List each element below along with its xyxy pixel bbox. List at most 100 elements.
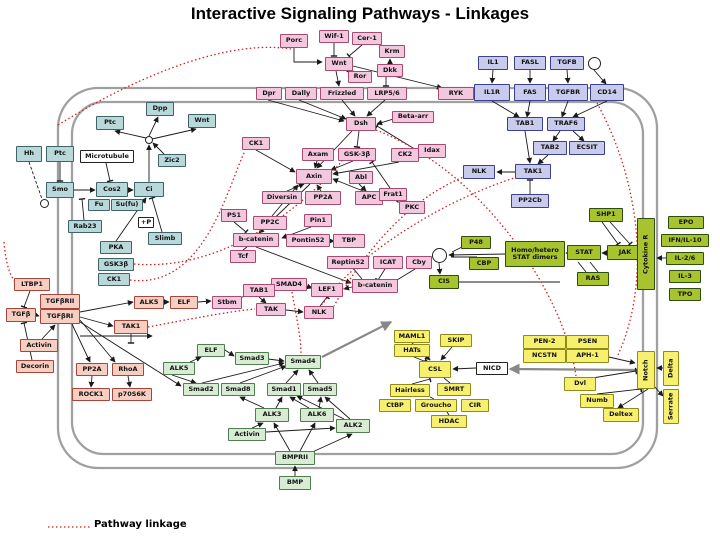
node-diversin[interactable]: Diversin xyxy=(262,191,302,204)
node-hairless[interactable]: Hairless xyxy=(390,384,430,397)
node-p[interactable]: +P xyxy=(138,217,154,228)
node-lrp5-6[interactable]: LRP5/6 xyxy=(367,87,407,100)
node-lef1[interactable]: LEF1 xyxy=(311,283,343,297)
node-su-fu[interactable]: Su(fu) xyxy=(111,199,143,211)
node-smrt[interactable]: SMRT xyxy=(437,383,471,396)
node-krm[interactable]: Krm xyxy=(379,45,405,58)
node-activin-bmp[interactable]: Activin xyxy=(228,428,266,441)
node-pp2c[interactable]: PP2C xyxy=(253,216,287,230)
node-dkk[interactable]: Dkk xyxy=(377,64,403,77)
node-dpr[interactable]: Dpr xyxy=(256,87,282,100)
node-fu[interactable]: Fu xyxy=(88,199,110,211)
node-pp2a-wnt[interactable]: PP2A xyxy=(305,191,341,205)
node-b-catenin-2[interactable]: b-catenin xyxy=(352,279,398,293)
node-alk5-b[interactable]: ALK5 xyxy=(163,362,195,375)
node-il-3[interactable]: IL-3 xyxy=(669,270,701,283)
node-smad5[interactable]: Smad5 xyxy=(303,383,337,396)
node-deltex[interactable]: Deltex xyxy=(603,408,639,422)
node-reptin52[interactable]: Reptin52 xyxy=(327,256,369,269)
node-tgf-ri[interactable]: TGFβRI xyxy=(40,309,80,324)
node-ras[interactable]: RAS xyxy=(577,272,609,286)
node-ck2[interactable]: CK2 xyxy=(391,148,419,162)
node-tgfb[interactable]: TGFB xyxy=(550,56,584,70)
node-gsk-3[interactable]: GSK-3β xyxy=(338,148,376,161)
node-axam[interactable]: Axam xyxy=(302,148,334,161)
node-tgf-rii[interactable]: TGFβRII xyxy=(40,294,80,309)
node-tak1-tgf[interactable]: TAK1 xyxy=(114,320,148,334)
node-gsk3[interactable]: GSK3β xyxy=(98,258,134,271)
node-smad1[interactable]: Smad1 xyxy=(267,383,301,396)
node-icat[interactable]: ICAT xyxy=(373,256,403,269)
node-alk5-a[interactable]: ALK5 xyxy=(134,296,164,309)
node-pp2a-tgf[interactable]: PP2A xyxy=(76,363,108,376)
node-homo-hetero-stat-dimers[interactable]: Homo/hetero STAT dimers xyxy=(505,241,565,267)
node-pka[interactable]: PKA xyxy=(100,241,132,254)
node-dally[interactable]: Dally xyxy=(285,87,317,100)
node-tak[interactable]: TAK xyxy=(256,303,286,316)
node-traf6[interactable]: TRAF6 xyxy=(547,117,585,131)
node-numb[interactable]: Numb xyxy=(580,394,614,408)
node-elf-a[interactable]: ELF xyxy=(170,296,198,309)
node-serrate[interactable]: Serrate xyxy=(663,389,679,424)
node-pontin52[interactable]: Pontin52 xyxy=(286,234,330,247)
node-frat1[interactable]: Frat1 xyxy=(379,188,407,201)
node-tbp[interactable]: TBP xyxy=(333,234,365,248)
node-fasl[interactable]: FASL xyxy=(514,56,546,70)
node-pen-2[interactable]: PEN-2 xyxy=(523,335,566,349)
node-tcf[interactable]: Tcf xyxy=(230,250,256,263)
node-ptc[interactable]: Ptc xyxy=(46,146,74,162)
node-abl[interactable]: Abl xyxy=(349,171,373,184)
node-bmp[interactable]: BMP xyxy=(279,476,311,490)
node-decorin[interactable]: Decorin xyxy=(16,360,54,373)
node-skip[interactable]: SKIP xyxy=(440,334,472,347)
node-ltbp1[interactable]: LTBP1 xyxy=(14,278,50,291)
node-il-2-6[interactable]: IL-2/6 xyxy=(666,252,704,265)
node-stbm[interactable]: Stbm xyxy=(212,296,242,309)
node-elf-b[interactable]: ELF xyxy=(197,344,225,357)
node-wnt[interactable]: Wnt xyxy=(325,57,353,71)
node-rock1[interactable]: ROCK1 xyxy=(72,388,110,401)
node-epo[interactable]: EPO xyxy=(668,216,704,229)
node-tak1-mapk[interactable]: TAK1 xyxy=(515,164,551,179)
node-ncstn[interactable]: NCSTN xyxy=(523,349,566,363)
node-maml1[interactable]: MAML1 xyxy=(394,330,430,343)
node-b-catenin-1[interactable]: b-catenin xyxy=(233,233,279,247)
node-alk2[interactable]: ALK2 xyxy=(336,419,370,433)
node-nicd[interactable]: NICD xyxy=(476,362,508,375)
node-axin[interactable]: Axin xyxy=(296,169,332,184)
node-psen[interactable]: PSEN xyxy=(566,335,609,349)
node-il1r[interactable]: IL1R xyxy=(474,84,510,101)
node-alk3[interactable]: ALK3 xyxy=(255,408,289,422)
node-pp2cb[interactable]: PP2Cb xyxy=(511,194,549,208)
node-ror[interactable]: Ror xyxy=(348,71,372,83)
node-notch[interactable]: Notch xyxy=(637,351,655,389)
node-porc[interactable]: Porc xyxy=(280,34,308,48)
node-rhoa[interactable]: RhoA xyxy=(112,363,144,376)
node-stat[interactable]: STAT xyxy=(567,245,601,260)
node-pin1[interactable]: Pin1 xyxy=(304,214,332,227)
node-zic2[interactable]: Zic2 xyxy=(158,154,186,167)
node-ifn-il-10[interactable]: IFN/IL-10 xyxy=(661,234,709,247)
node-hdac[interactable]: HDAC xyxy=(431,415,467,428)
node-hats[interactable]: HATs xyxy=(394,344,430,357)
node-fas[interactable]: FAS xyxy=(514,84,546,101)
node-wif-1[interactable]: Wif-1 xyxy=(319,30,349,43)
node-cytokine-r[interactable]: Cytokine R xyxy=(637,218,655,290)
node-smad8[interactable]: Smad8 xyxy=(221,383,255,396)
node-p48[interactable]: P48 xyxy=(461,236,491,249)
node-cis[interactable]: CIS xyxy=(429,275,459,289)
node-stat-gene-circle[interactable] xyxy=(432,248,447,263)
node-nlk-mapk[interactable]: NLK xyxy=(463,165,495,179)
node-ci[interactable]: Ci xyxy=(134,182,164,197)
node-dsh[interactable]: Dsh xyxy=(346,117,376,131)
node-bmprii[interactable]: BMPRII xyxy=(275,451,315,465)
node-pkc[interactable]: PKC xyxy=(399,201,425,214)
node-ck1-wnt[interactable]: CK1 xyxy=(242,137,270,150)
node-alk6[interactable]: ALK6 xyxy=(300,408,334,422)
node-smad3[interactable]: Smad3 xyxy=(235,352,269,365)
node-cd14[interactable]: CD14 xyxy=(590,84,624,101)
node-ci-hub-circle[interactable] xyxy=(145,136,153,144)
node-tab1-wnt[interactable]: TAB1 xyxy=(243,284,275,297)
node-beta-arr[interactable]: Beta-arr xyxy=(392,111,434,123)
node-groucho[interactable]: Groucho xyxy=(415,399,457,412)
